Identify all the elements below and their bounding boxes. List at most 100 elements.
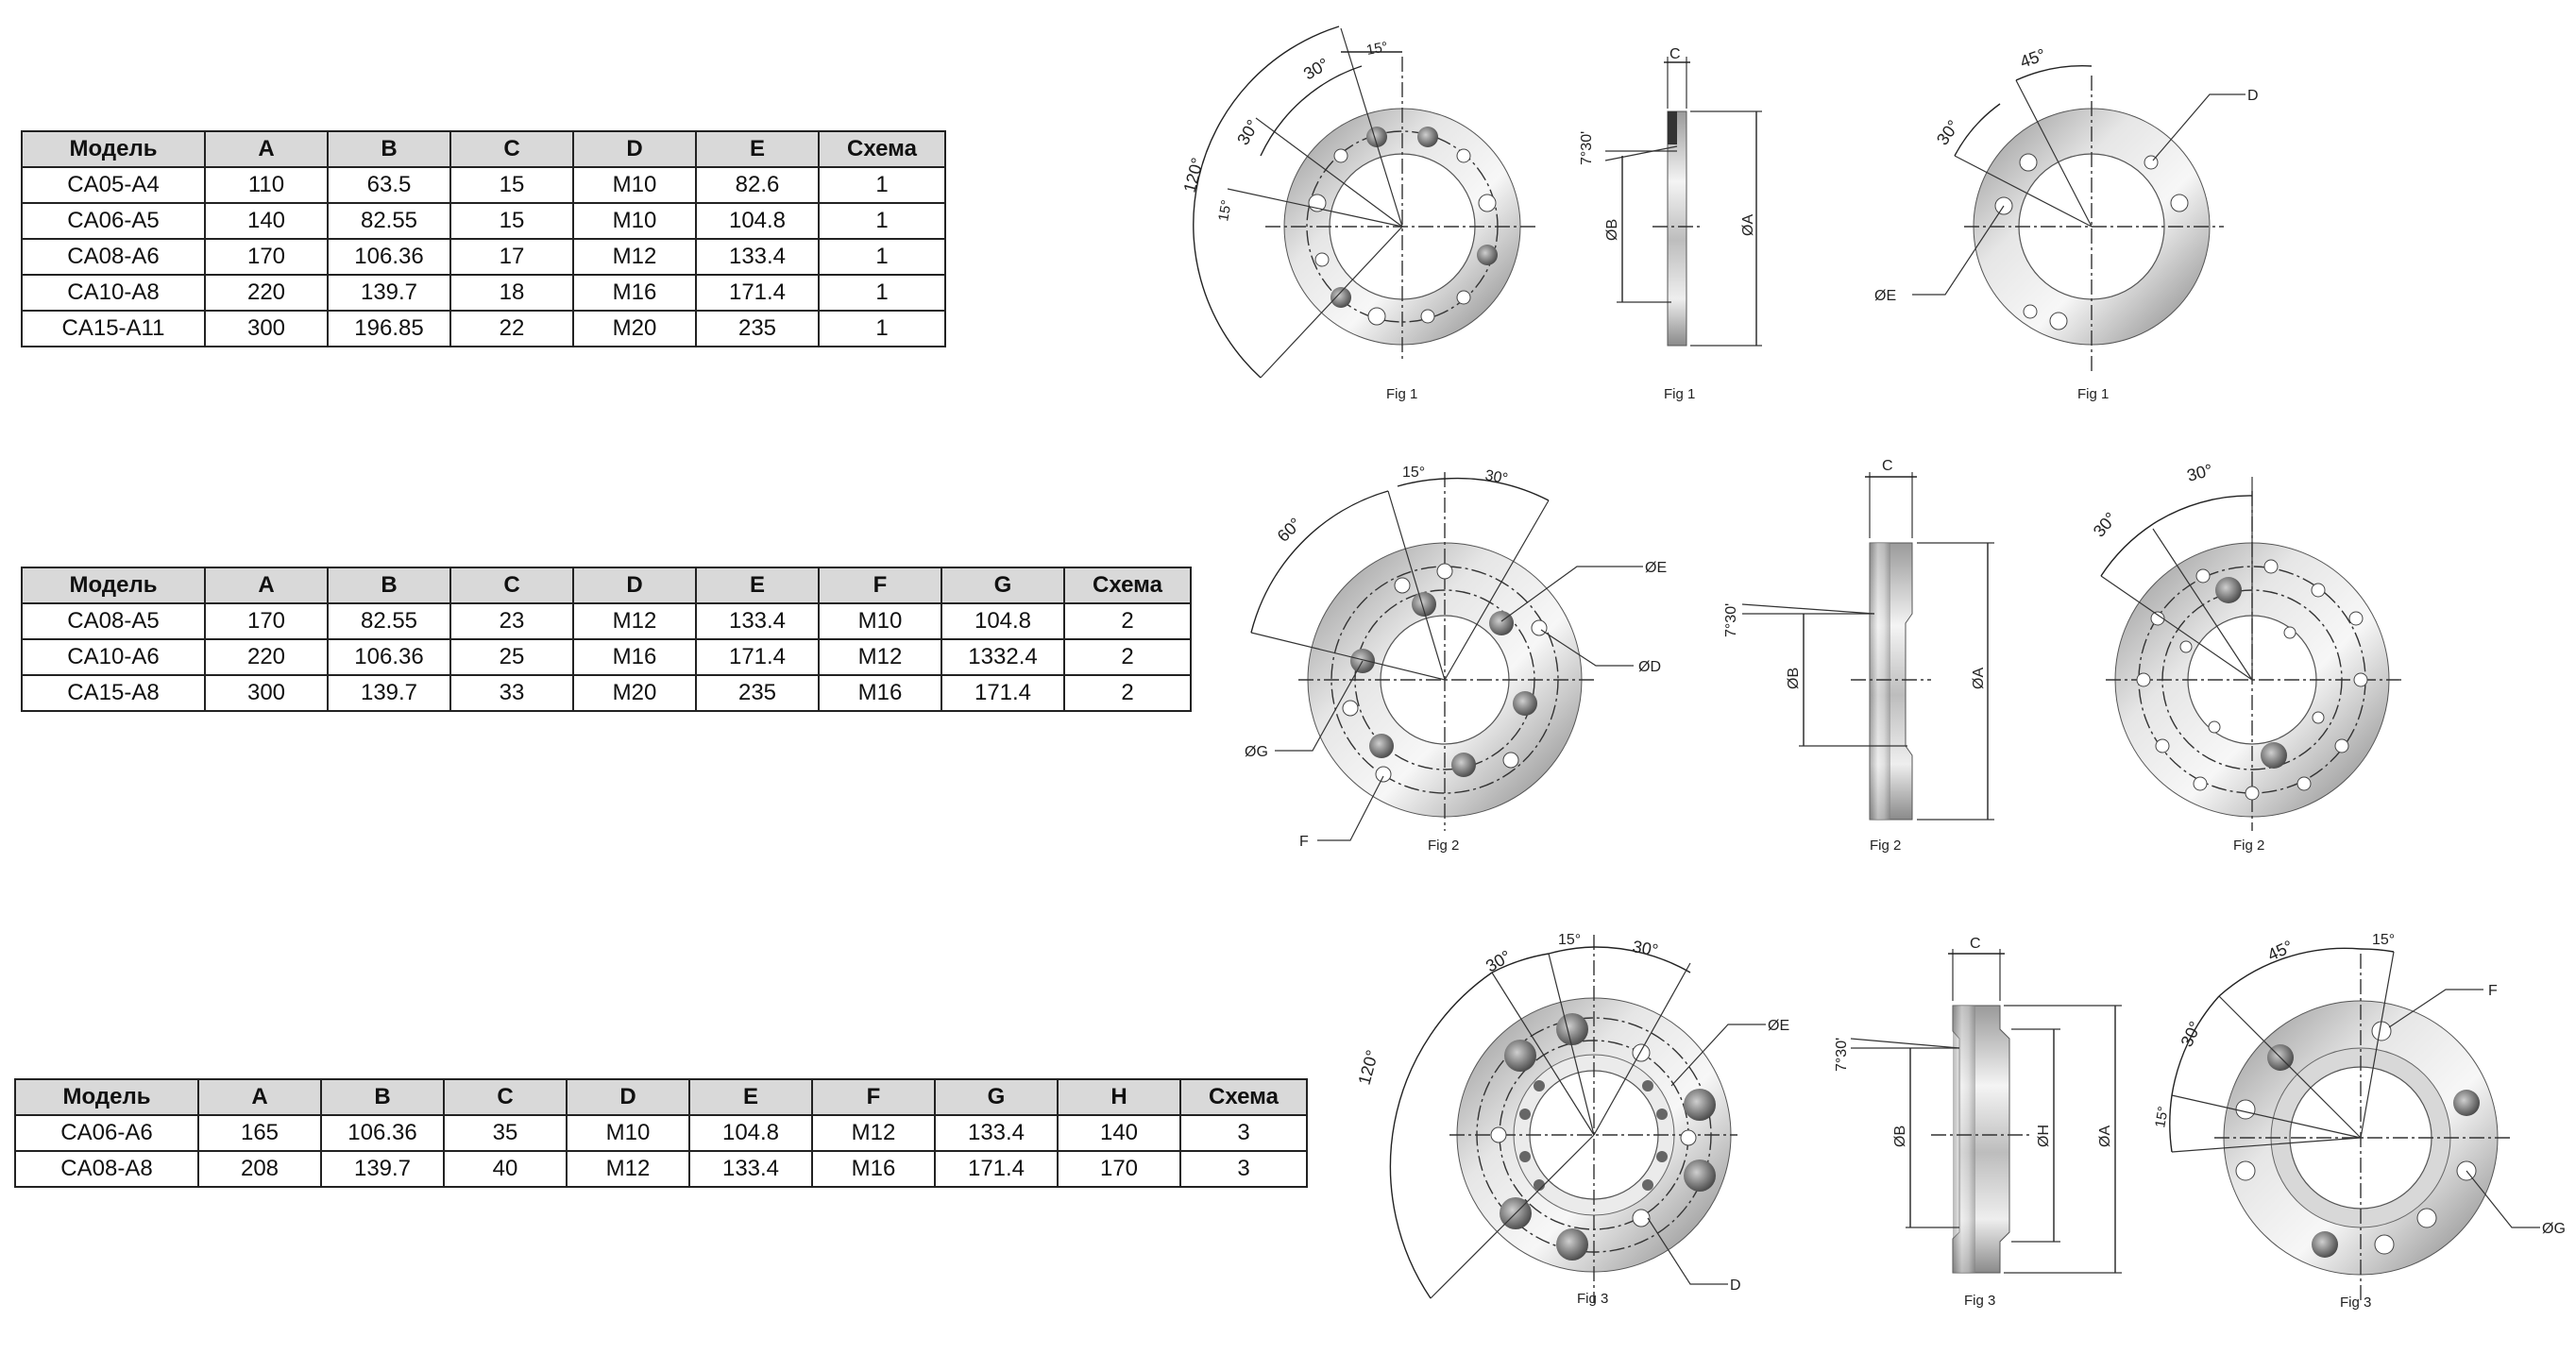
table-cell: 196.85 (327, 310, 451, 347)
callout-label: ØE (1645, 560, 1667, 576)
table-cell: 104.8 (688, 1114, 813, 1152)
angle-label: 30° (1483, 467, 1509, 487)
table-cell: M16 (811, 1150, 936, 1188)
table-cell: 140 (1057, 1114, 1181, 1152)
fig3-rear-view: 45° 15° 30° 15° F ØG (2152, 932, 2566, 1303)
table-cell: 3 (1179, 1150, 1308, 1188)
table-cell: 82.6 (695, 166, 820, 204)
angle-label: 30° (1483, 947, 1515, 976)
table-cell: 82.55 (327, 602, 451, 640)
table-cell: 104.8 (695, 202, 820, 240)
table-cell: 104.8 (941, 602, 1065, 640)
table-cell: 140 (204, 202, 329, 240)
angle-label: 15° (1365, 39, 1389, 59)
dimension-label: 7°30' (1723, 603, 1739, 637)
column-header: Модель (21, 567, 206, 604)
callout-label: D (2247, 88, 2259, 104)
figure-caption: Fig 3 (1964, 1293, 1995, 1309)
table-cell: 106.36 (327, 238, 451, 276)
callout-label: F (2488, 983, 2498, 999)
table-cell: 33 (449, 674, 574, 712)
figure-caption: Fig 1 (1386, 386, 1417, 402)
dimension-label: ØB (1892, 1126, 1908, 1147)
angle-label: 45° (2264, 937, 2296, 965)
column-header: Схема (818, 130, 946, 168)
table-cell: 18 (449, 274, 574, 312)
dimension-label: ØB (1786, 668, 1802, 689)
dimension-label: C (1882, 458, 1893, 474)
table-cell: 1 (818, 310, 946, 347)
dimension-label: 7°30' (1579, 131, 1595, 165)
table-cell: M20 (572, 310, 697, 347)
table-cell: 2 (1063, 602, 1192, 640)
fig3-side-view: C 7°30' ØB ØH ØA (1834, 936, 2122, 1274)
table-cell: 208 (197, 1150, 322, 1188)
table-cell: M12 (811, 1114, 936, 1152)
table-cell: 170 (204, 238, 329, 276)
table-cell: CA08-A8 (14, 1150, 199, 1188)
table-header-row: Модель A B C D E Схема (21, 130, 946, 168)
column-header: C (449, 567, 574, 604)
angle-label: 30° (1300, 55, 1332, 84)
table-cell: 1 (818, 166, 946, 204)
callout-label: ØG (1245, 744, 1268, 760)
dimension-label: ØA (1971, 668, 1987, 689)
angle-label: 120° (1180, 156, 1208, 195)
angle-label: 30° (1233, 116, 1263, 148)
table-cell: 82.55 (327, 202, 451, 240)
callout-label: F (1299, 834, 1309, 850)
column-header: A (204, 567, 329, 604)
figure-caption: Fig 1 (1664, 386, 1695, 402)
column-header: E (695, 130, 820, 168)
angle-label: 30° (2177, 1019, 2205, 1050)
dimension-label: 7°30' (1834, 1038, 1850, 1072)
table-cell: CA05-A4 (21, 166, 206, 204)
table-cell: M12 (818, 638, 942, 676)
table-cell: 171.4 (934, 1150, 1059, 1188)
table-cell: 3 (1179, 1114, 1308, 1152)
angle-label: 30° (2090, 509, 2121, 541)
table-cell: 2 (1063, 638, 1192, 676)
table-cell: M12 (572, 238, 697, 276)
table-cell: 63.5 (327, 166, 451, 204)
figure-caption: Fig 2 (2233, 838, 2264, 854)
column-header: H (1057, 1078, 1181, 1116)
figure-caption: Fig 2 (1870, 838, 1901, 854)
table-cell: 1 (818, 238, 946, 276)
callout-label: ØE (1768, 1018, 1789, 1034)
fig2-side-view: C 7°30' ØB ØA (1723, 458, 1994, 821)
table-cell: CA10-A6 (21, 638, 206, 676)
angle-label: 60° (1274, 514, 1305, 545)
angle-label: 30° (1631, 937, 1659, 959)
angle-label: 30° (1933, 117, 1963, 149)
figure-caption: Fig 2 (1428, 838, 1459, 854)
column-header: C (449, 130, 574, 168)
column-header: A (197, 1078, 322, 1116)
table-cell: 133.4 (695, 238, 820, 276)
table-cell: 171.4 (941, 674, 1065, 712)
fig1-front-view: 15° 30° 30° 120° 15° (1180, 25, 1539, 379)
bolt-hole (1308, 127, 1498, 326)
table-cell: 40 (443, 1150, 568, 1188)
figure-caption: Fig 3 (1577, 1291, 1608, 1307)
table-cell: CA06-A6 (14, 1114, 199, 1152)
table-cell: 17 (449, 238, 574, 276)
column-header: Схема (1179, 1078, 1308, 1116)
column-header: F (818, 567, 942, 604)
angle-label: 15° (1558, 932, 1581, 948)
table-cell: 1 (818, 274, 946, 312)
table-cell: 15 (449, 202, 574, 240)
table-cell: M16 (572, 638, 697, 676)
table-cell: 1 (818, 202, 946, 240)
table-cell: CA15-A11 (21, 310, 206, 347)
table-cell: 300 (204, 674, 329, 712)
